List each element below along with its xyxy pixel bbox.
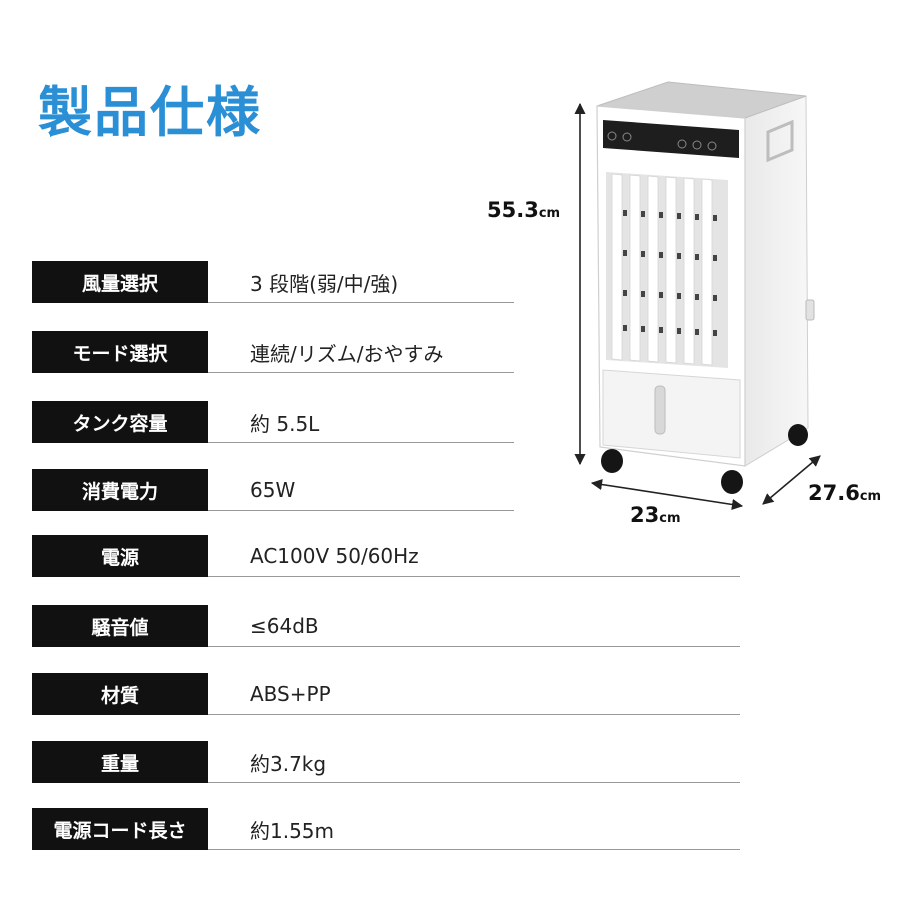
divider bbox=[208, 301, 514, 303]
louver-shadows bbox=[623, 210, 717, 336]
button-icon bbox=[607, 131, 617, 141]
width-unit: cm bbox=[659, 511, 681, 526]
depth-value: 27.6 bbox=[808, 481, 860, 505]
divider bbox=[208, 575, 740, 577]
spec-label: 材質 bbox=[32, 673, 208, 715]
spec-label: 風量選択 bbox=[32, 261, 208, 303]
width-value: 23 bbox=[630, 503, 660, 527]
spec-value: 連続/リズム/おやすみ bbox=[250, 341, 444, 366]
height-unit: cm bbox=[538, 206, 561, 221]
water-level-window bbox=[654, 385, 666, 435]
spec-value: 約3.7kg bbox=[250, 751, 327, 776]
button-icon bbox=[677, 139, 687, 149]
divider bbox=[208, 713, 740, 715]
power-button-icon bbox=[707, 141, 717, 151]
spec-value: 3 段階(弱/中/強) bbox=[250, 271, 399, 296]
depth-unit: cm bbox=[859, 489, 882, 504]
divider bbox=[208, 645, 740, 647]
depth-dimension-label: 27.6cm bbox=[808, 483, 881, 504]
spec-label: 電源コード長さ bbox=[32, 808, 208, 850]
spec-value: 約 5.5L bbox=[250, 411, 320, 436]
spec-label: 消費電力 bbox=[32, 469, 208, 511]
divider bbox=[208, 441, 514, 443]
spec-label: 電源 bbox=[32, 535, 208, 577]
divider bbox=[208, 371, 514, 373]
control-panel bbox=[603, 120, 739, 158]
side-knob bbox=[805, 299, 815, 321]
water-tank bbox=[602, 369, 741, 459]
button-icon bbox=[692, 140, 702, 150]
spec-label: タンク容量 bbox=[32, 401, 208, 443]
cooler-side-panel bbox=[744, 95, 809, 467]
spec-value: ABS+PP bbox=[250, 682, 331, 706]
spec-value: 約1.55m bbox=[250, 818, 335, 843]
caster-back-right bbox=[788, 424, 808, 446]
louvers bbox=[611, 173, 713, 366]
spec-label: モード選択 bbox=[32, 331, 208, 373]
spec-label: 重量 bbox=[32, 741, 208, 783]
caster-front-right bbox=[721, 470, 743, 494]
spec-value: AC100V 50/60Hz bbox=[250, 544, 419, 568]
divider bbox=[208, 509, 514, 511]
button-icon bbox=[622, 132, 632, 142]
spec-label: 騒音値 bbox=[32, 605, 208, 647]
side-handle bbox=[766, 119, 794, 163]
width-dimension-arrow bbox=[590, 478, 744, 511]
divider bbox=[208, 848, 740, 850]
height-dimension-label: 55.3cm bbox=[487, 200, 560, 221]
spec-value: 65W bbox=[250, 478, 296, 502]
divider bbox=[208, 781, 740, 783]
spec-value: ≤64dB bbox=[250, 614, 319, 638]
depth-dimension-arrow bbox=[762, 455, 821, 505]
caster-front-left bbox=[601, 449, 623, 473]
page-title: 製品仕様 bbox=[38, 81, 262, 144]
width-dimension-label: 23cm bbox=[630, 505, 681, 526]
height-value: 55.3 bbox=[487, 198, 539, 222]
